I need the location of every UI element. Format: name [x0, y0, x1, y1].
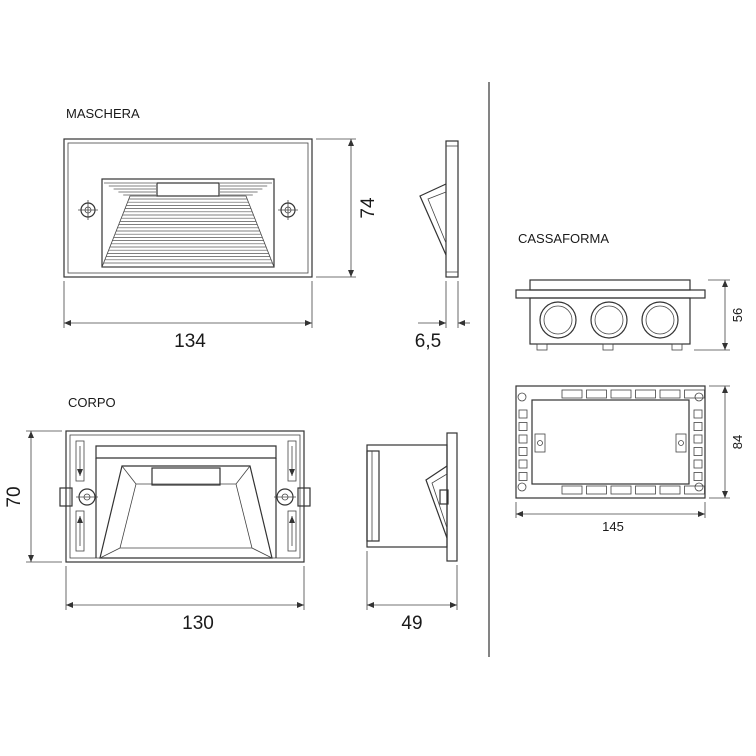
maschera-title: MASCHERA: [66, 106, 140, 121]
cassaforma-height-dim: 56: [730, 308, 745, 322]
corpo-side-view: 49: [366, 432, 458, 634]
knockout-hole-3-icon: [641, 301, 679, 339]
corpo-height-dim: 70: [4, 486, 25, 507]
cassaforma-side-view: CASSAFORMA 56: [515, 231, 745, 351]
maschera-height-dim: 74: [358, 197, 379, 219]
maschera-depth-dim: 6,5: [415, 331, 441, 352]
maschera-width-dim: 134: [174, 331, 206, 352]
knockout-hole-1-icon: [539, 301, 577, 339]
cassaforma-title: CASSAFORMA: [518, 231, 609, 246]
cassaforma-depth-dim: 84: [730, 435, 745, 449]
maschera-front-view: MASCHERA 134 74: [63, 106, 379, 352]
knockout-hole-2-icon: [590, 301, 628, 339]
corpo-screw-right-icon: [274, 488, 296, 506]
corpo-title: CORPO: [68, 395, 116, 410]
corpo-width-dim: 130: [182, 613, 214, 634]
cassaforma-top-view: 145 84: [515, 385, 745, 534]
corpo-screw-left-icon: [76, 488, 98, 506]
cassaforma-width-dim: 145: [602, 519, 624, 534]
corpo-front-view: CORPO: [4, 395, 311, 634]
maschera-side-view: 6,5: [415, 140, 470, 352]
screw-right-icon: [278, 200, 298, 220]
corpo-depth-dim: 49: [401, 613, 422, 634]
screw-left-icon: [78, 200, 98, 220]
